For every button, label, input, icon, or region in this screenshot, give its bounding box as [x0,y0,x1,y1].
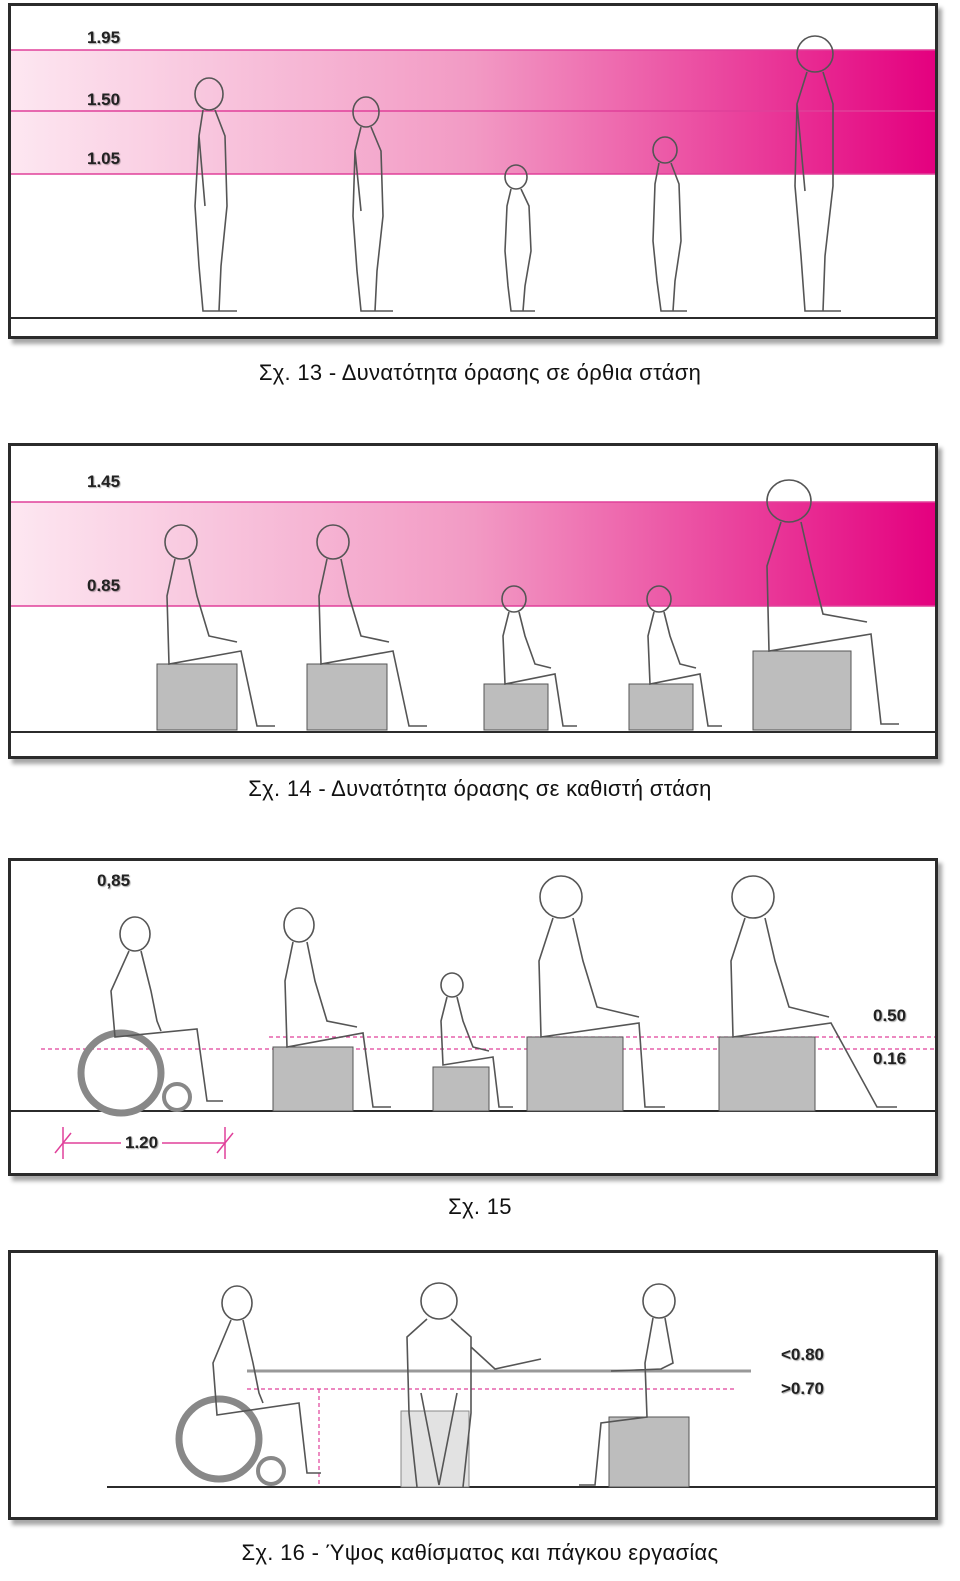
figure-16-panel: <0.80 >0.70 [8,1250,938,1520]
height-label-1: 0.50 [873,1006,907,1025]
seat-2 [432,1066,490,1112]
standing-figure-4 [652,136,687,312]
seat-3 [526,1036,624,1112]
level-label-2: 1.50 [87,90,121,109]
seat-2 [306,663,388,731]
seat-1 [272,1046,354,1112]
standing-figure-1 [194,77,237,312]
seat-5 [752,650,852,731]
seated-figure-4 [730,875,897,1108]
seated-figure-5 [766,479,899,725]
wheelchair-user-figure [212,1285,321,1474]
seat-3 [483,683,549,731]
figure-16-drawing [107,1282,935,1488]
figure-15-drawing [11,875,935,1159]
height-label-max: <0.80 [781,1345,825,1364]
seated-figure-3 [538,875,665,1108]
seat-right [608,1416,690,1488]
dimension-label: 1.20 [121,1133,163,1153]
wheelchair [77,1029,192,1117]
standing-figure-2 [352,96,393,312]
standing-figure-5 [794,35,841,312]
figure-14-drawing [11,479,935,733]
wheelchair [175,1395,286,1486]
seated-right-figure [579,1283,676,1486]
level-label-3: 1.05 [87,149,121,168]
seated-figure-1 [164,524,275,727]
seat-center [400,1410,470,1488]
height-label-top: 0,85 [97,871,131,890]
seated-figure-2 [440,972,513,1108]
seated-figure-2 [316,524,427,727]
level-label-1: 1.95 [87,28,121,47]
figure-14-panel: 1.45 0.85 [8,443,938,759]
seat-4 [718,1036,816,1112]
figure-13-drawing [11,35,935,319]
standing-center-figure [406,1282,542,1488]
figure-14-caption: Σχ. 14 - Δυνατότητα όρασης σε καθιστή στ… [248,776,712,801]
figure-13-panel: 1.95 1.50 1.05 [8,3,938,339]
seated-figure-3 [501,585,577,727]
height-label-min: >0.70 [781,1379,825,1398]
figure-16-caption: Σχ. 16 - Ύψος καθίσματος και πάγκου εργα… [241,1540,719,1565]
height-label-2: 0.16 [873,1049,907,1068]
visibility-band [11,50,935,174]
seat-4 [628,683,694,731]
figure-15-panel: 0,85 0.50 0.16 1.20 [8,858,938,1176]
figure-15-caption: Σχ. 15 [448,1194,512,1219]
level-label-1: 1.45 [87,472,121,491]
seated-figure-1 [283,907,391,1108]
visibility-band [11,502,935,606]
wheelchair-user-figure [110,916,223,1102]
seated-figure-4 [646,585,722,727]
seat-1 [156,663,238,731]
standing-figure-3 [504,164,535,312]
figure-13-caption: Σχ. 13 - Δυνατότητα όρασης σε όρθια στάσ… [258,360,702,385]
level-label-2: 0.85 [87,576,121,595]
